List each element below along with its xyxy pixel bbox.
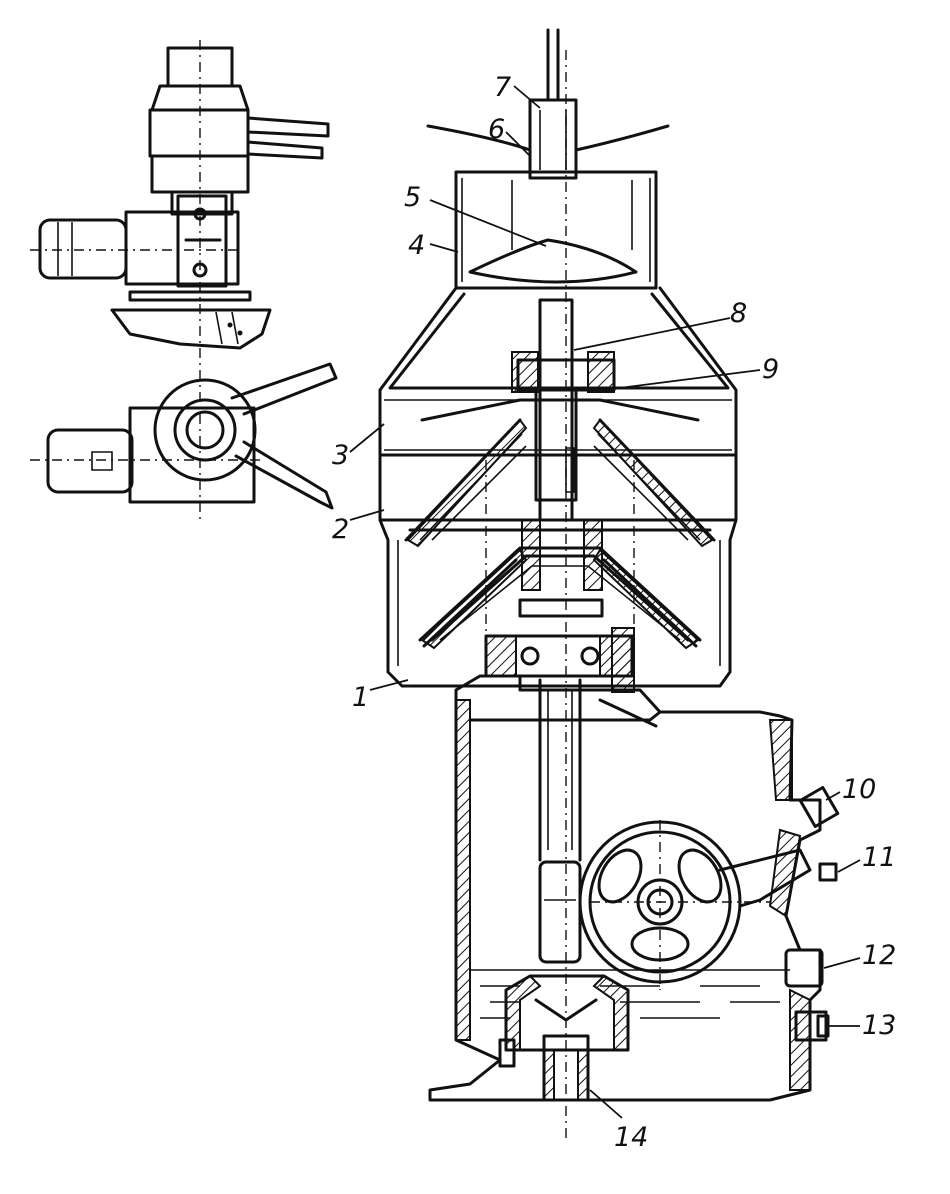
callout-14: 14 bbox=[614, 1122, 648, 1153]
inset-side-view bbox=[30, 40, 330, 520]
main-cross-section bbox=[378, 28, 840, 1140]
callout-leaders bbox=[349, 85, 861, 1119]
callout-1: 1 bbox=[352, 682, 369, 713]
callout-12: 12 bbox=[862, 940, 896, 971]
callout-11: 11 bbox=[862, 842, 896, 873]
callout-13: 13 bbox=[862, 1010, 896, 1041]
callout-8: 8 bbox=[730, 298, 747, 329]
callout-labels: 1 2 3 4 5 6 7 8 9 10 11 12 13 14 bbox=[332, 72, 896, 1153]
callout-10: 10 bbox=[842, 774, 876, 805]
callout-6: 6 bbox=[488, 114, 505, 145]
inset-top-view bbox=[30, 362, 338, 510]
callout-2: 2 bbox=[332, 514, 349, 545]
callout-7: 7 bbox=[494, 72, 511, 103]
callout-5: 5 bbox=[404, 182, 421, 213]
callout-9: 9 bbox=[762, 354, 779, 385]
callout-3: 3 bbox=[332, 440, 349, 471]
callout-4: 4 bbox=[408, 230, 425, 261]
